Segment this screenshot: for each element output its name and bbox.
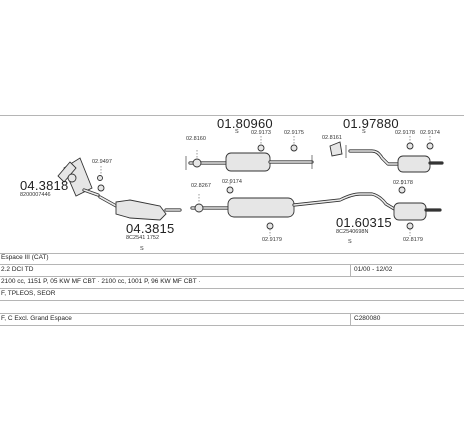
engine-spec: 2100 cc, 1151 P, 05 KW MF CBT · 2100 cc,… (1, 278, 201, 285)
clamp-lower (194, 186, 414, 230)
gasket-front (97, 175, 105, 192)
part-number-01-97880: 01.97880 (343, 116, 399, 131)
accessory-label: 02.9175 (284, 130, 304, 136)
model-name: Espace III (CAT) (1, 254, 49, 261)
part-ref-04-3818: 8200007446 (20, 192, 51, 198)
divider (350, 264, 351, 276)
accessory-label: 02.9178 (393, 180, 413, 186)
s-marker: S (235, 129, 239, 135)
accessory-label: 02.9173 (251, 130, 271, 136)
center-silencer-lower (190, 192, 398, 218)
center-silencer-upper (185, 152, 314, 172)
divider (350, 313, 351, 325)
accessory-label: 02.8161 (322, 135, 342, 141)
clamp-upper-1 (192, 158, 202, 168)
note: F, TPLEOS, SEOR (1, 290, 56, 297)
divider (0, 115, 464, 116)
part-number-01-60315: 01.60315 (336, 215, 392, 230)
part-number-04-3815: 04.3815 (126, 221, 175, 236)
accessory-label: 02.8179 (403, 237, 423, 243)
s-marker: S (348, 239, 352, 245)
divider (0, 313, 464, 314)
hanger-upper (257, 142, 434, 152)
catalyst (98, 195, 182, 221)
divider (0, 288, 464, 289)
accessory-label: 02.8267 (191, 183, 211, 189)
rear-silencer-upper (345, 145, 444, 173)
accessory-label: 02.9174 (420, 130, 440, 136)
divider (0, 276, 464, 277)
divider (0, 264, 464, 265)
part-ref-04-3815: 8C2541 1752 (126, 235, 160, 241)
kit-code: C280080 (354, 315, 381, 322)
accessory-label: 02.9497 (92, 159, 112, 165)
clamp-upper-2 (329, 141, 343, 157)
part-number-04-3818: 04.3818 (20, 178, 69, 193)
divider (0, 253, 464, 254)
rear-silencer-lower (393, 202, 442, 221)
s-marker: S (362, 129, 366, 135)
production-dates: 01/00 - 12/02 (354, 266, 393, 273)
accessory-label: 02.9179 (262, 237, 282, 243)
accessory-label: 02.9174 (222, 179, 242, 185)
variant: F, C Excl. Grand Espace (1, 315, 72, 322)
accessory-label: 02.8160 (186, 136, 206, 142)
divider (0, 300, 464, 301)
part-number-01-80960: 01.80960 (217, 116, 273, 131)
engine-type: 2.2 DCI TD (1, 266, 34, 273)
s-marker: S (140, 246, 144, 252)
accessory-label: 02.9178 (395, 130, 415, 136)
part-ref-01-60315: 8C2540698N (336, 229, 369, 235)
front-pipe (57, 157, 100, 197)
divider (0, 325, 464, 326)
